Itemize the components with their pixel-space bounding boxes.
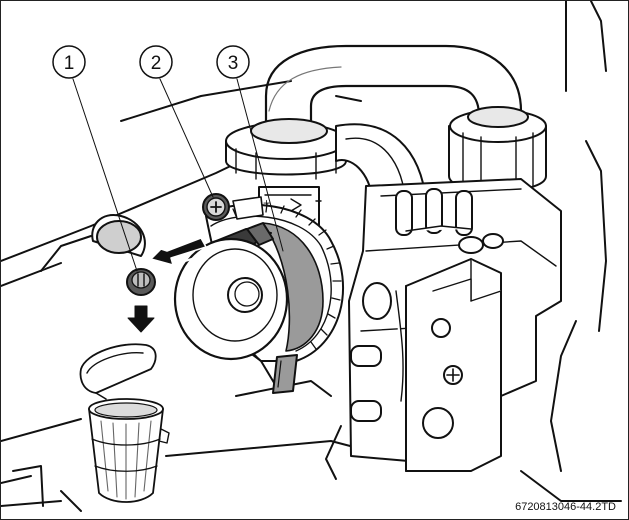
callout-1: 1 <box>52 45 86 79</box>
right-tube-nut <box>448 106 547 192</box>
coil-bracket <box>405 258 502 472</box>
document-code: 6720813046-44.2TD <box>515 501 616 513</box>
arrow-down-icon <box>127 305 155 333</box>
leader-line-3 <box>236 78 284 252</box>
callout-3-label: 3 <box>228 53 239 74</box>
slotted-cap-icon <box>126 268 156 296</box>
left-pipe-stub <box>40 214 146 272</box>
regulator-knob: + <box>173 186 345 394</box>
left-tube-nut <box>225 118 347 180</box>
callout-3: 3 <box>216 45 250 79</box>
u-tube <box>264 44 523 143</box>
callout-1-label: 1 <box>64 53 75 74</box>
callout-2-label: 2 <box>151 53 162 74</box>
plus-screw-icon <box>202 193 264 221</box>
leader-line-1 <box>72 78 138 272</box>
svg-text:+: + <box>263 196 270 210</box>
callout-leaders <box>72 78 284 272</box>
callout-2: 2 <box>139 45 173 79</box>
removal-arrow-icon <box>150 237 207 266</box>
leader-line-2 <box>159 78 214 198</box>
waste-bin-icon <box>79 343 170 503</box>
